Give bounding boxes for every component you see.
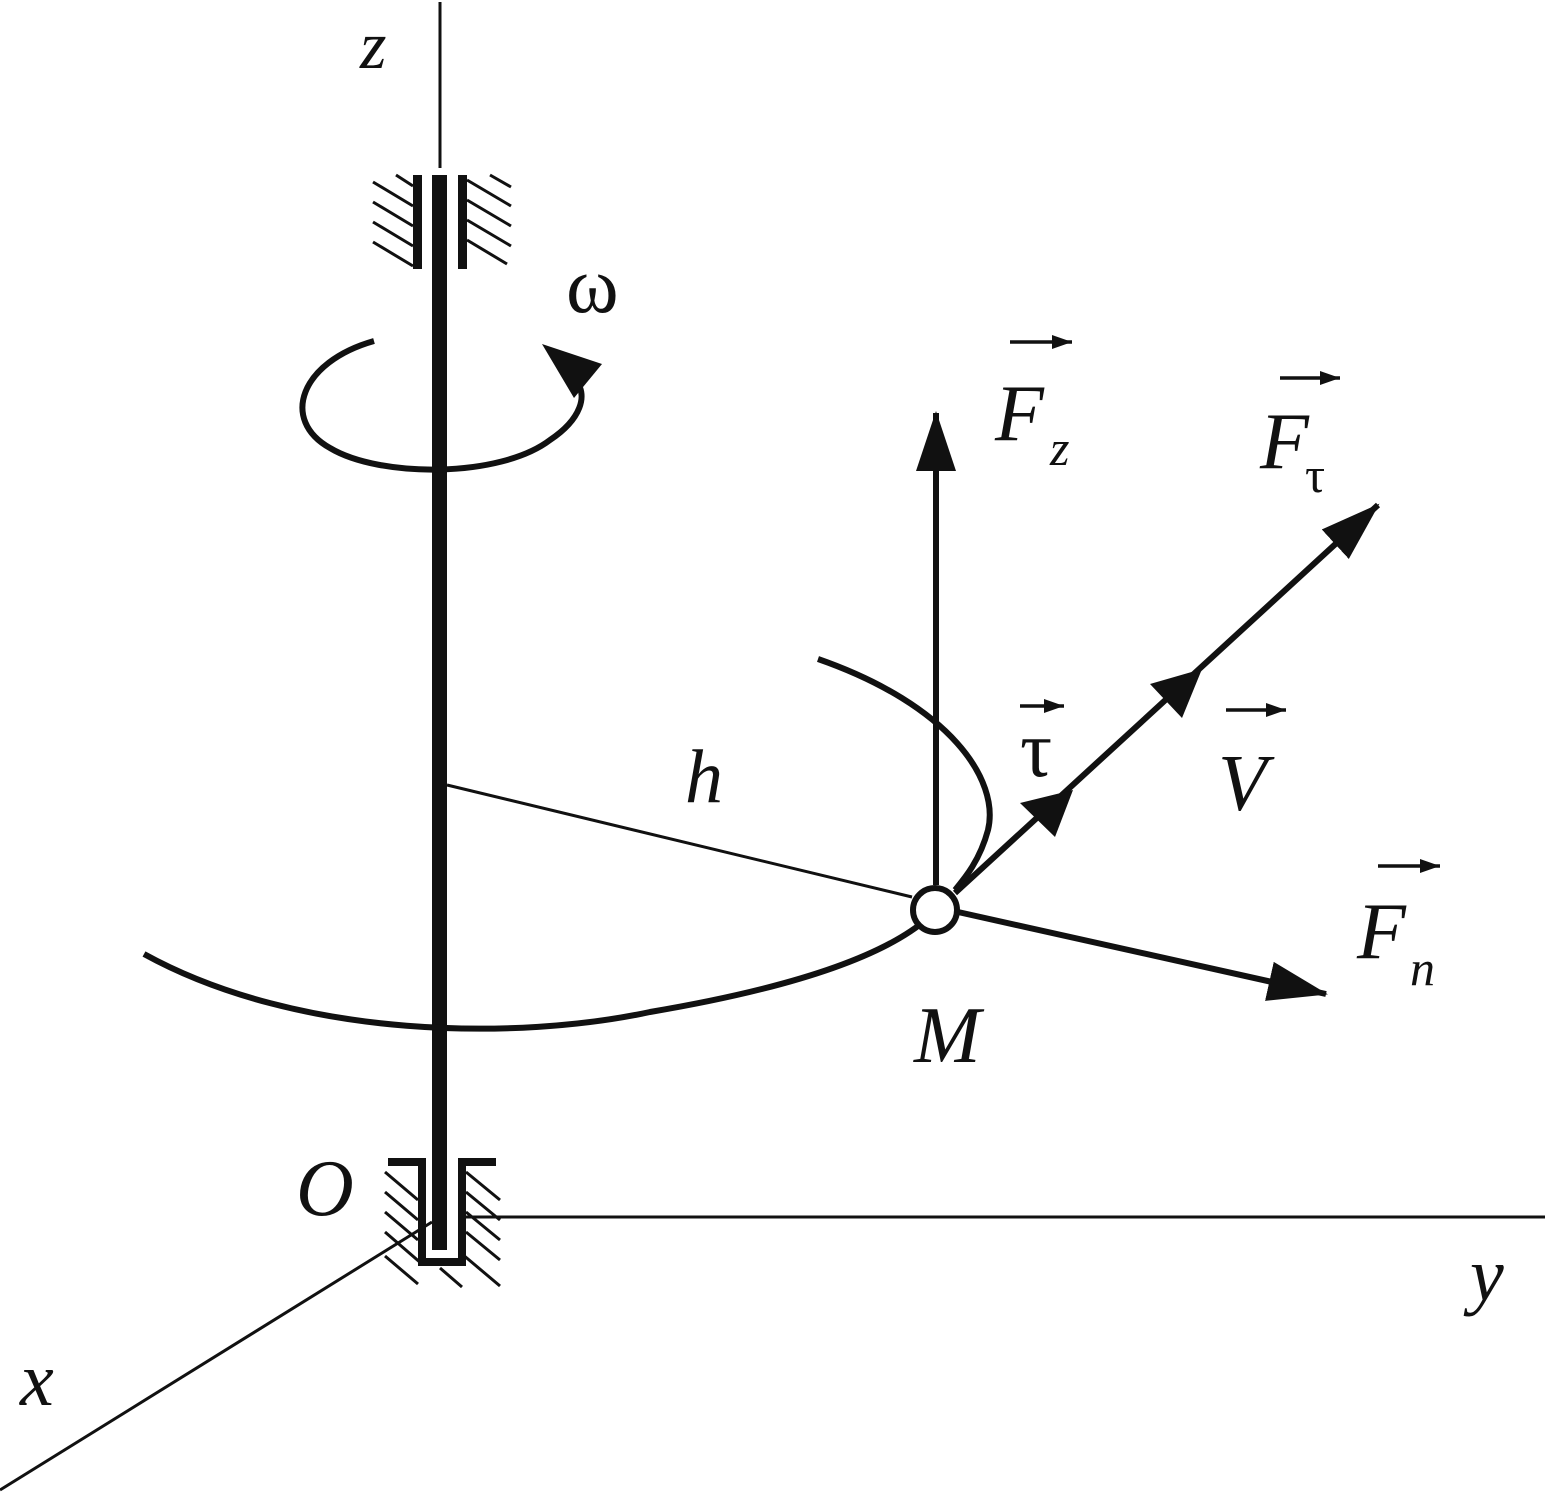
bottom-bearing: [384, 1158, 501, 1289]
label-f-tau: F τ: [1259, 371, 1340, 503]
label-v: V: [1218, 703, 1286, 828]
radius-h-line: [446, 783, 913, 899]
upper-trajectory-curve: [817, 656, 993, 892]
tangent-force-arrows: [952, 502, 1381, 896]
label-y: y: [1463, 1233, 1504, 1317]
label-z: z: [359, 7, 386, 83]
svg-text:F: F: [994, 370, 1045, 458]
svg-text:n: n: [1410, 940, 1435, 996]
x-axis-line: [0, 1220, 433, 1492]
svg-text:F: F: [1356, 888, 1407, 976]
svg-text:τ: τ: [1020, 706, 1052, 794]
label-o: O: [296, 1145, 354, 1233]
omega-rotation-arrow: [299, 338, 602, 473]
svg-text:F: F: [1259, 398, 1310, 486]
shaft: [432, 175, 447, 1250]
svg-text:V: V: [1218, 740, 1275, 828]
label-x: x: [19, 1338, 54, 1422]
label-omega: ω: [566, 242, 619, 330]
point-m: [910, 885, 960, 935]
trajectory-curve: [142, 915, 930, 1032]
force-fn-arrow: [957, 909, 1328, 1001]
label-m: M: [913, 992, 985, 1080]
svg-text:z: z: [1049, 420, 1069, 476]
top-bearing: [372, 173, 512, 269]
label-tau: τ: [1020, 699, 1064, 794]
label-f-n: F n: [1356, 859, 1440, 996]
label-f-z: F z: [994, 335, 1072, 476]
svg-text:τ: τ: [1305, 447, 1325, 503]
label-h: h: [685, 735, 723, 819]
